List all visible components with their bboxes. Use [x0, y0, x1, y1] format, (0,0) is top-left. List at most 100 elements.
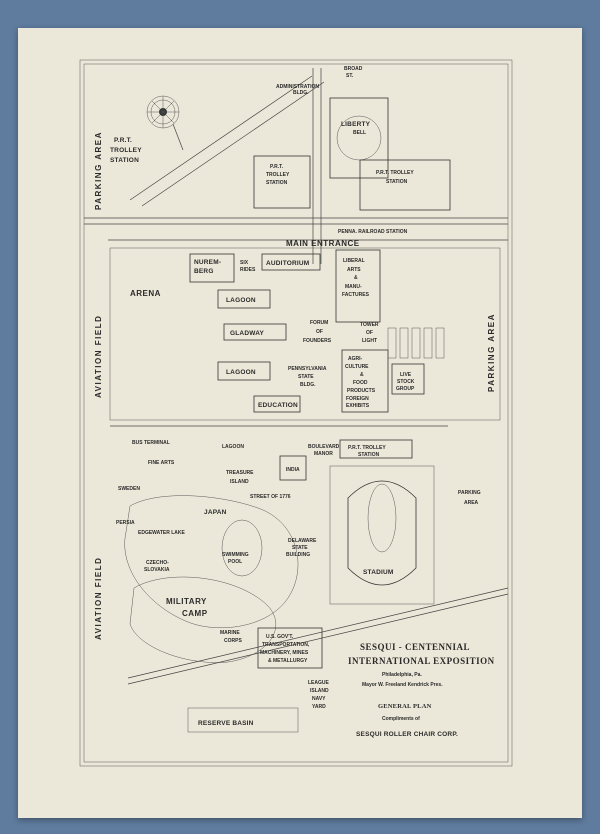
svg-text:OF: OF [316, 329, 323, 335]
arena-label: ARENA [130, 289, 161, 298]
edgewater-lake-label: EDGEWATER LAKE [138, 530, 186, 536]
marine-corps-label: MARINE [220, 630, 240, 636]
svg-text:STATION: STATION [110, 157, 139, 164]
pennsylvania-state-bldg-label: PENNSYLVANIA [288, 366, 327, 372]
prt-trolley-station-nw-label: P.R.T. [114, 137, 132, 144]
legend-general-plan: GENERAL PLAN [378, 703, 432, 710]
diagonal-boulevard [129, 75, 313, 201]
svg-text:NAVY: NAVY [312, 696, 326, 702]
svg-text:STOCK: STOCK [397, 379, 415, 385]
legend-city: Philadelphia, Pa. [382, 672, 422, 678]
prt-trolley-south-bldg [339, 439, 413, 459]
persia-label: PERSIA [116, 520, 135, 526]
japan-label: JAPAN [204, 509, 227, 516]
svg-text:YARD: YARD [312, 704, 326, 710]
league-island-navy-yard-label: LEAGUE [308, 680, 330, 686]
svg-text:STATE: STATE [298, 374, 314, 380]
liberal-arts-bldg [335, 249, 381, 323]
legend-mayor: Mayor W. Freeland Kendrick Pres. [362, 682, 443, 688]
svg-text:ISLAND: ISLAND [230, 479, 249, 485]
six-rides-label: SIX [240, 260, 249, 266]
map-border [79, 59, 513, 767]
sweden-label: SWEDEN [118, 486, 140, 492]
parking-area-south-label: PARKING [458, 490, 481, 496]
street-of-1776-label: STREET OF 1776 [250, 494, 291, 500]
map-inner-border [83, 63, 509, 763]
exposition-map-sheet: BROAD ST. ADMINISTRATION BLDG. LIBERTY B… [18, 28, 582, 818]
svg-text:FACTURES: FACTURES [342, 292, 370, 298]
prt-trolley-station-south-label: P.R.T. TROLLEY [348, 445, 386, 451]
administration-bldg-label: ADMINISTRATION [276, 84, 319, 90]
education-bldg [253, 395, 301, 413]
forum-of-founders-label: FORUM [310, 320, 328, 326]
svg-text:&: & [360, 372, 364, 378]
compass-rose-icon [146, 95, 184, 151]
treasure-island-label: TREASURE [226, 470, 254, 476]
legend-compliments: Compliments of [382, 716, 420, 722]
india-bldg [279, 455, 307, 481]
live-stock-group-bldg [391, 363, 425, 395]
svg-text:STATION: STATION [358, 452, 380, 458]
tower-of-light-label: TOWER [360, 322, 379, 328]
lagoon-south [217, 361, 271, 381]
svg-text:CAMP: CAMP [182, 609, 208, 618]
map-drawing: BROAD ST. ADMINISTRATION BLDG. LIBERTY B… [79, 59, 513, 767]
military-camp-field [129, 576, 277, 663]
liberal-arts-label: LIBERAL [343, 258, 365, 264]
svg-text:FOOD: FOOD [353, 380, 368, 386]
india-label: INDIA [286, 467, 300, 473]
svg-text:BLDG.: BLDG. [293, 90, 309, 96]
prt-trolley-ne [359, 159, 451, 211]
svg-text:STATION: STATION [266, 180, 288, 186]
swimming-pool [221, 519, 263, 577]
czechoslovakia-label: CZECHO- [146, 560, 169, 566]
svg-text:MANOR: MANOR [314, 451, 333, 457]
svg-text:CORPS: CORPS [224, 638, 242, 644]
bus-terminal-label: BUS TERMINAL [132, 440, 170, 446]
svg-text:GROUP: GROUP [396, 386, 415, 392]
us-govt-label: U.S. GOV'T. [266, 634, 294, 640]
svg-text:MACHINERY, MINES: MACHINERY, MINES [260, 650, 309, 656]
svg-text:SLOVAKIA: SLOVAKIA [144, 567, 170, 573]
boulevard-manor-label: BOULEVARD [308, 444, 340, 450]
svg-text:&: & [354, 275, 358, 281]
foreign-exhibits-label: FOREIGN [346, 396, 369, 402]
gladway-label: GLADWAY [230, 330, 264, 337]
svg-text:LIGHT: LIGHT [362, 338, 377, 344]
svg-text:CULTURE: CULTURE [345, 364, 369, 370]
auditorium-label: AUDITORIUM [266, 260, 309, 267]
edgewater-lake-shore [124, 495, 299, 628]
prt-trolley-center [253, 155, 311, 209]
svg-text:EXHIBITS: EXHIBITS [346, 403, 370, 409]
svg-text:STATION: STATION [386, 179, 408, 185]
nuremberg-bldg [189, 253, 235, 283]
gladway [223, 323, 287, 341]
lagoon-middle-label: LAGOON [222, 444, 244, 450]
liberty-bell-plaza [329, 97, 389, 179]
svg-text:RIDES: RIDES [240, 267, 256, 273]
penna-railroad-station-label: PENNA. RAILROAD STATION [338, 229, 408, 235]
legend-title-line2: INTERNATIONAL EXPOSITION [348, 656, 495, 666]
svg-text:BELL: BELL [353, 130, 366, 136]
swimming-pool-label: SWIMMING [222, 552, 249, 558]
svg-text:TROLLEY: TROLLEY [110, 147, 142, 154]
education-label: EDUCATION [258, 402, 298, 409]
legend-sponsor: SESQUI ROLLER CHAIR CORP. [356, 731, 458, 738]
stadium-grounds [329, 465, 435, 605]
stadium-label: STADIUM [363, 569, 394, 576]
us-govt-bldg [257, 627, 323, 669]
legend-title-line1: SESQUI - CENTENNIAL [360, 642, 470, 652]
parking-area-west-label: PARKING AREA [94, 131, 103, 210]
svg-text:BUILDING: BUILDING [286, 552, 310, 558]
fine-arts-label: FINE ARTS [148, 460, 175, 466]
prt-trolley-station-center-label: P.R.T. [270, 164, 284, 170]
title-legend: SESQUI - CENTENNIAL INTERNATIONAL EXPOSI… [348, 642, 495, 738]
svg-text:TRANSPORTATION,: TRANSPORTATION, [262, 642, 310, 648]
lagoon-north-label: LAGOON [226, 297, 256, 304]
svg-text:FOUNDERS: FOUNDERS [303, 338, 332, 344]
stadium-bowl [347, 480, 417, 586]
svg-text:MANU-: MANU- [345, 284, 362, 290]
svg-text:TROLLEY: TROLLEY [266, 172, 290, 178]
reserve-basin [187, 707, 299, 733]
